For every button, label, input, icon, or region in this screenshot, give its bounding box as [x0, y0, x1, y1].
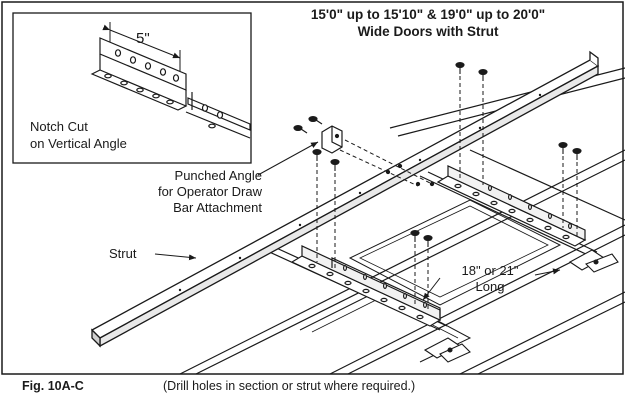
punched-angle-label: Punched Angle for Operator Draw Bar Atta… — [112, 168, 262, 216]
hinge-hardware — [423, 249, 619, 363]
length-label-line-2: Long — [475, 279, 505, 294]
punched-angle-right — [436, 165, 587, 247]
notch-detail-inset — [12, 12, 252, 164]
bolts — [293, 61, 582, 247]
angle-length-label: 18" or 21" Long — [445, 263, 535, 295]
notch-label-line-2: on Vertical Angle — [30, 136, 127, 151]
figure-number: Fig. 10A-C — [22, 379, 84, 393]
punched-angle-left — [290, 245, 442, 327]
punched-label-line-3: Bar Attachment — [173, 200, 262, 215]
notch-label-line-1: Notch Cut — [30, 119, 88, 134]
diagram-title: 15'0" up to 15'10" & 19'0" up to 20'0" W… — [278, 6, 578, 40]
title-line-2: Wide Doors with Strut — [357, 24, 499, 39]
strut-member — [90, 50, 600, 348]
figure-frame — [1, 1, 624, 375]
alignment-lines — [316, 76, 578, 310]
figure-caption: (Drill holes in section or strut where r… — [163, 379, 416, 393]
leader-lines — [154, 141, 561, 301]
strut-label: Strut — [109, 246, 137, 261]
length-label-line-1: 18" or 21" — [461, 263, 519, 278]
operator-bracket — [321, 125, 343, 154]
notch-dimension-label: 5" — [136, 30, 150, 47]
notch-cut-label: Notch Cut on Vertical Angle — [30, 118, 127, 152]
punched-label-line-2: for Operator Draw — [157, 184, 262, 199]
punched-label-line-1: Punched Angle — [174, 168, 262, 183]
title-line-1: 15'0" up to 15'10" & 19'0" up to 20'0" — [310, 7, 546, 22]
